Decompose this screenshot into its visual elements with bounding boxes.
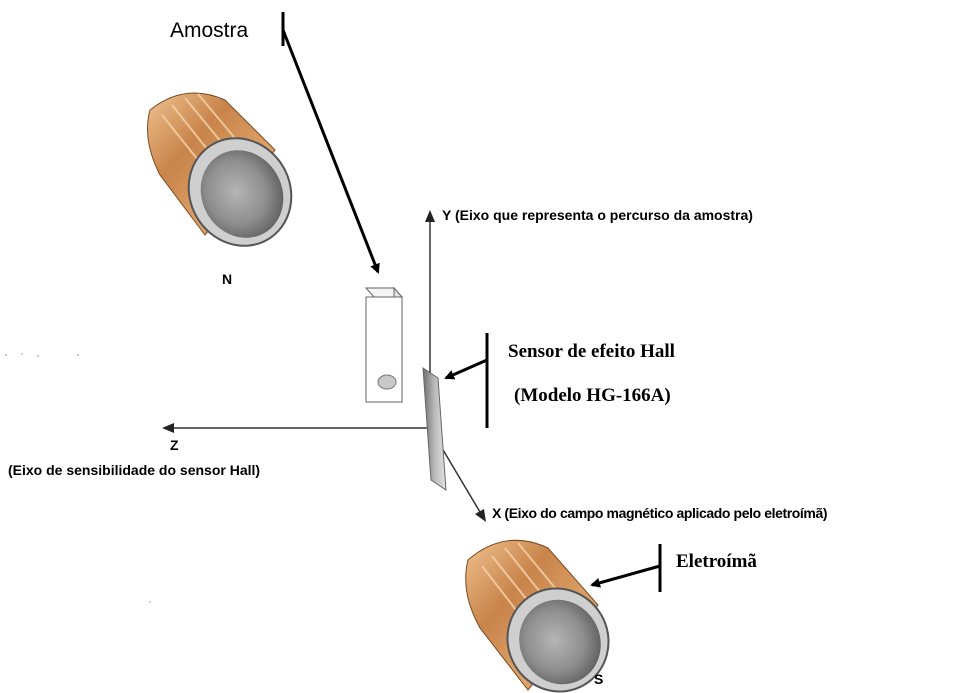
sample-container [364,286,404,404]
label-x-axis: X (Eixo do campo magnético aplicado pelo… [492,505,828,521]
hall-sensor-plate [422,367,447,491]
label-sensor-name: Sensor de efeito Hall [508,341,675,362]
z-axis-arrowhead [162,423,174,433]
label-z-axis-description: (Eixo de sensibilidade do sensor Hall) [8,462,261,478]
sample-piece [377,374,397,390]
core-north [187,137,293,247]
label-electromagnet: Eletroímã [676,551,757,572]
axis-z [162,423,430,433]
electromagnet-callout [590,544,662,592]
sensor-callout [444,333,489,428]
label-sample: Amostra [170,19,249,42]
label-y-axis: Y (Eixo que representa o percurso da amo… [442,207,753,223]
y-axis-arrowhead [425,210,435,222]
label-north-pole: N [222,271,233,287]
label-z-axis-letter: Z [170,437,179,453]
label-sensor-model: (Modelo HG-166A) [514,385,671,406]
core-south [506,587,610,693]
label-south-pole: S [594,671,604,687]
electromagnet-south [465,539,610,693]
scan-specks [5,353,151,603]
x-axis-arrowhead [475,509,486,522]
sample-callout [281,12,380,274]
electromagnet-north [147,92,293,247]
